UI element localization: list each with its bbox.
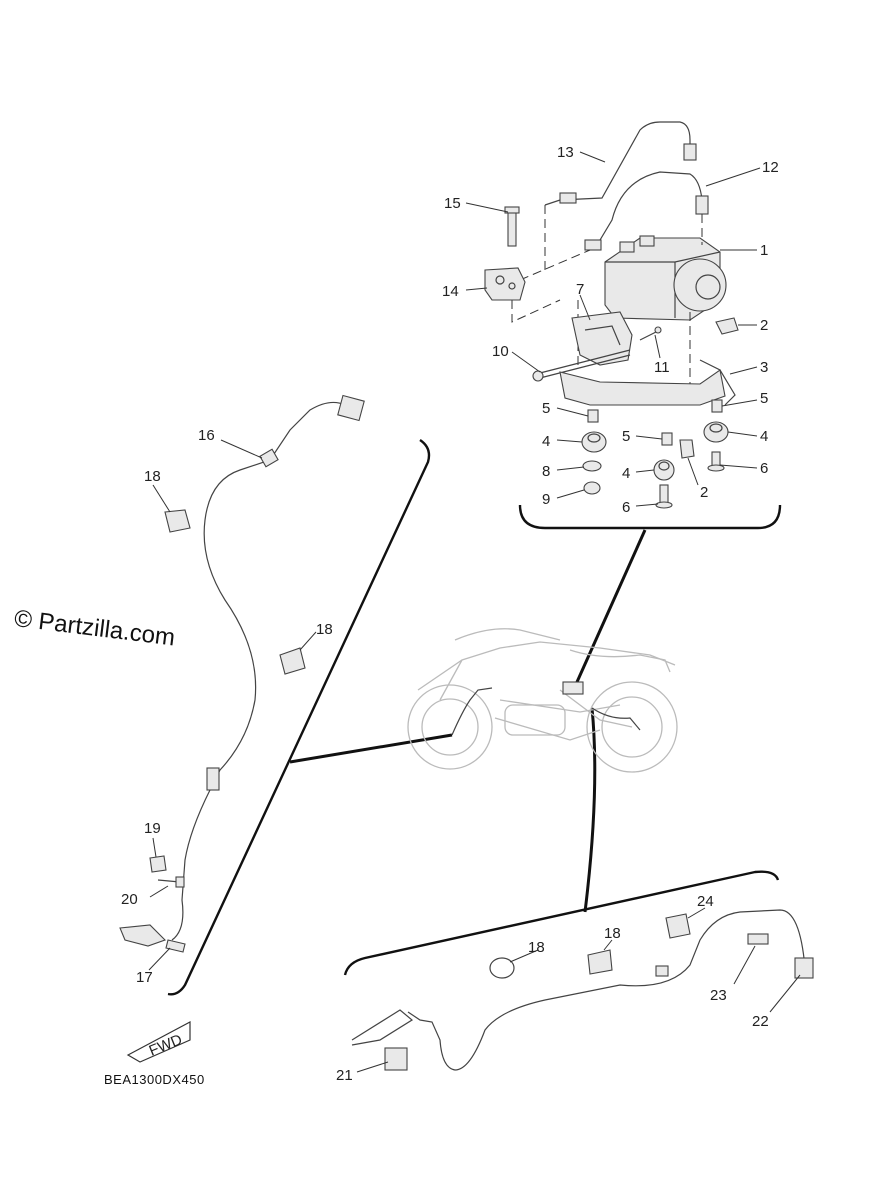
bracket-14-unit <box>484 267 526 301</box>
pointer-line-abs <box>575 529 647 683</box>
nut-9 <box>583 481 601 495</box>
callout-4: 4 <box>760 428 768 445</box>
callout-6: 6 <box>760 460 768 477</box>
callout-11: 11 <box>654 359 670 376</box>
diagram-code: BEA1300DX450 <box>104 1072 205 1087</box>
bracket-3 <box>559 359 736 406</box>
motorcycle-outline <box>407 628 678 773</box>
callout-13: 13 <box>557 144 574 161</box>
front-bracket-19 <box>149 855 167 873</box>
callout-8: 8 <box>542 463 550 480</box>
callout-5: 5 <box>760 390 768 407</box>
callout-4: 4 <box>542 433 550 450</box>
callout-1: 1 <box>760 242 768 259</box>
bolts-6 <box>655 451 725 509</box>
callout-21: 21 <box>336 1067 353 1084</box>
callout-18: 18 <box>528 939 545 956</box>
abs-unit-panel-frame <box>518 504 782 530</box>
rear-bracket-21 <box>351 1009 414 1071</box>
brake-pipe-12 <box>584 171 709 251</box>
callout-5: 5 <box>542 400 550 417</box>
bolt-15 <box>504 206 520 247</box>
front-sensor-panel-frame <box>167 439 431 996</box>
abs-hydraulic-unit <box>604 235 727 321</box>
callout-2: 2 <box>700 484 708 501</box>
callout-15: 15 <box>444 195 461 212</box>
pointer-line-front <box>289 733 453 764</box>
grommet-2b <box>679 439 695 459</box>
clamp-18d <box>587 949 613 975</box>
washer-8 <box>582 460 602 472</box>
bolt-10 <box>532 349 631 382</box>
callout-18: 18 <box>316 621 333 638</box>
clamp-18a <box>164 509 191 533</box>
grommet-2a <box>715 317 739 335</box>
callout-12: 12 <box>762 159 779 176</box>
dashed-guide-14 <box>519 249 591 281</box>
callout-3: 3 <box>760 359 768 376</box>
callout-20: 20 <box>121 891 138 908</box>
grommet-24 <box>665 913 691 939</box>
callout-14: 14 <box>442 283 459 300</box>
callout-24: 24 <box>697 893 714 910</box>
bracket-7 <box>571 311 633 366</box>
callout-17: 17 <box>136 969 153 986</box>
callout-22: 22 <box>752 1013 769 1030</box>
callout-18: 18 <box>604 925 621 942</box>
fwd-arrow-icon: FWD <box>126 1021 191 1063</box>
callout-6: 6 <box>622 499 630 516</box>
callout-16: 16 <box>198 427 215 444</box>
front-sensor-lead-16 <box>171 394 365 941</box>
callout-4: 4 <box>622 465 630 482</box>
callout-18: 18 <box>144 468 161 485</box>
bolt-11 <box>639 326 662 341</box>
dampers-4 <box>581 421 729 481</box>
front-sensor-17 <box>119 924 186 953</box>
callout-19: 19 <box>144 820 161 837</box>
callout-23: 23 <box>710 987 727 1004</box>
rear-sensor-panel-frame <box>343 870 780 976</box>
leader-lines <box>148 151 801 1073</box>
callout-10: 10 <box>492 343 509 360</box>
callout-labels: 1 2 2 3 4 4 4 5 5 5 6 6 7 8 9 10 11 12 1… <box>121 144 779 1084</box>
callout-2: 2 <box>760 317 768 334</box>
callout-7: 7 <box>576 281 584 298</box>
clamp-18c <box>489 957 515 979</box>
clamp-18b <box>279 647 306 675</box>
brake-pipe-13 <box>544 121 697 206</box>
callout-9: 9 <box>542 491 550 508</box>
fwd-label: FWD <box>147 1031 185 1060</box>
pointer-line-rear <box>583 707 597 913</box>
rear-sensor-lead-23 <box>407 909 814 1071</box>
bolt-20 <box>157 876 185 888</box>
dashed-guide-14b <box>511 299 561 323</box>
callout-5: 5 <box>622 428 630 445</box>
